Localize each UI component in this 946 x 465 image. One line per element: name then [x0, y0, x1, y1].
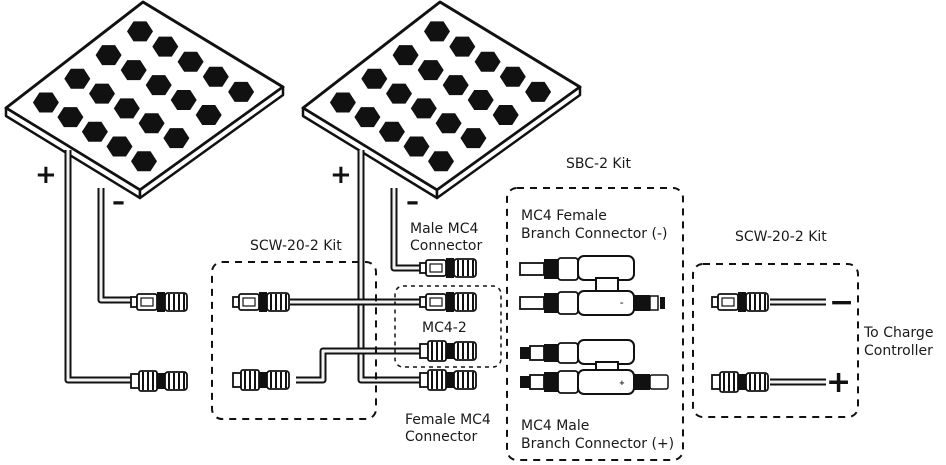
- scw-right-connector-top: [711, 291, 769, 313]
- branch-minus-mark: –: [620, 299, 624, 307]
- output-plus-sign: +: [826, 365, 851, 400]
- solar-panel-right: [301, 0, 582, 200]
- branch-connector-male: +: [520, 339, 669, 395]
- female-branch-label-line2: Branch Connector (-): [521, 226, 667, 242]
- middle-panel-male-connector: [419, 257, 477, 279]
- branch-plus-mark: +: [619, 379, 625, 387]
- scw-left-connector-top: [232, 291, 290, 313]
- female-mc4-label-line2: Connector: [405, 429, 477, 445]
- scw-left-kit-label: SCW-20-2 Kit: [250, 238, 342, 254]
- scw-left-kit-box: [211, 261, 377, 420]
- male-branch-label-line2: Branch Connector (+): [521, 436, 674, 452]
- sbc-kit-label: SBC-2 Kit: [566, 156, 632, 172]
- male-mc4-label-line2: Connector: [410, 238, 482, 254]
- solar-panel-left: [4, 0, 285, 200]
- scw-left-connector-bottom: [232, 369, 290, 391]
- charge-controller-label-line2: Controller: [864, 343, 933, 359]
- middle-panel-female-connector: [419, 369, 477, 391]
- wires: [64, 150, 826, 386]
- left-panel-negative-connector: [130, 291, 188, 313]
- left-panel-positive-connector: [130, 370, 188, 392]
- left-panel-plus-sign: +: [35, 160, 57, 190]
- charge-controller-label-line1: To Charge: [863, 325, 933, 341]
- mc4-2-box: [394, 285, 502, 368]
- left-panel-minus-sign: –: [112, 187, 125, 217]
- sbc-kit-box: [506, 187, 684, 461]
- female-branch-label-line1: MC4 Female: [521, 208, 607, 224]
- scw-right-kit-label: SCW-20-2 Kit: [735, 229, 827, 245]
- output-minus-sign: −: [829, 285, 854, 320]
- mc4-2-upper-connector: [419, 291, 477, 313]
- male-mc4-label-line1: Male MC4: [410, 221, 478, 237]
- branch-connector-female: –: [519, 255, 665, 316]
- middle-panel-plus-sign: +: [330, 160, 352, 190]
- mc4-2-lower-connector: [419, 340, 477, 362]
- female-mc4-label-line1: Female MC4: [405, 412, 491, 428]
- male-branch-label-line1: MC4 Male: [521, 418, 589, 434]
- scw-right-kit-box: [692, 263, 859, 418]
- scw-right-connector-bottom: [711, 371, 769, 393]
- middle-panel-minus-sign: –: [406, 187, 419, 217]
- mc4-2-label: MC4-2: [422, 320, 467, 336]
